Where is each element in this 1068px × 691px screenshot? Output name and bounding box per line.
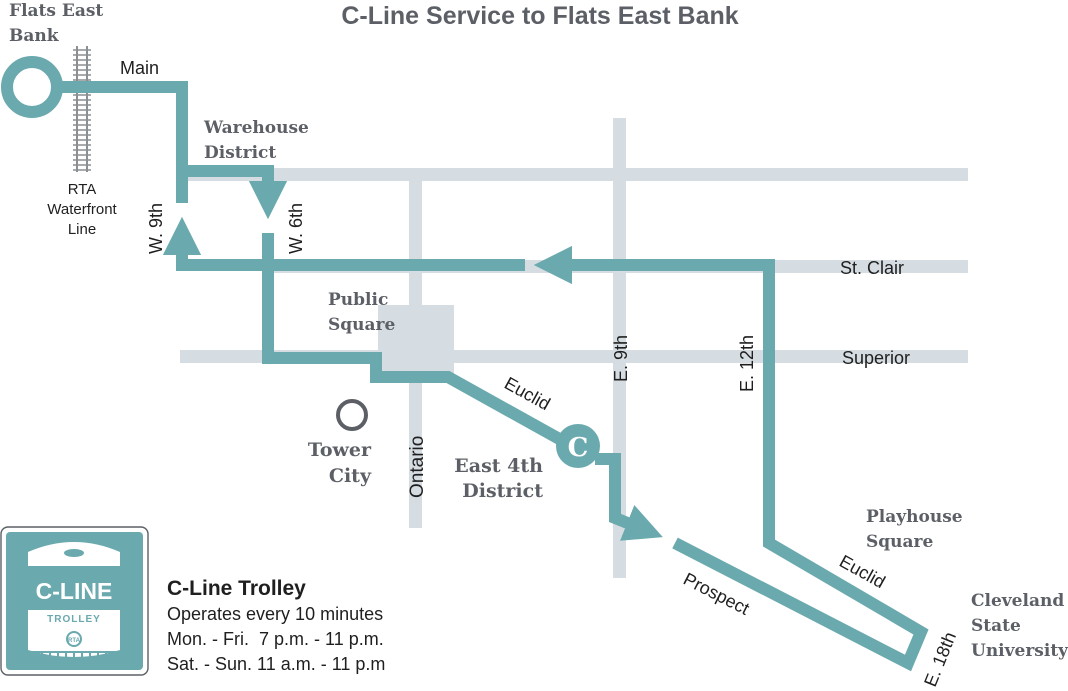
place-public-square-2: Square: [328, 315, 395, 335]
tower-city-icon: [336, 399, 368, 431]
place-playhouse-2: Square: [866, 532, 933, 552]
place-warehouse-2: District: [204, 143, 276, 163]
street-label-e12th: E. 12th: [737, 335, 757, 392]
c-line-marker: C: [556, 424, 600, 468]
map-title: C-Line Service to Flats East Bank: [341, 2, 738, 30]
c-marker-letter: C: [568, 433, 589, 463]
place-warehouse-1: Warehouse: [203, 118, 309, 138]
place-tower-city-1: Tower: [308, 439, 372, 461]
street-label-w6th: W. 6th: [286, 203, 306, 254]
place-csu-3: University: [971, 641, 1068, 661]
street-label-w9th: W. 9th: [146, 203, 166, 254]
place-flats-east-bank-2: Bank: [9, 26, 60, 46]
logo-subtext: TROLLEY: [47, 614, 101, 625]
place-flats-east-bank-1: Flats East: [9, 1, 103, 21]
info-weekend: Sat. - Sun. 11 a.m. - 11 p.m: [167, 654, 385, 674]
place-csu-1: Cleveland: [971, 591, 1064, 611]
place-playhouse-1: Playhouse: [866, 507, 963, 527]
place-east-4th-2: District: [462, 480, 543, 502]
route-w6th-euclid: [262, 233, 566, 447]
rta-label-3: Line: [68, 221, 96, 238]
place-tower-city-2: City: [329, 465, 372, 487]
route-st-clair-w9th: [162, 216, 525, 271]
c-line-logo: C-LINE TROLLEY RTA: [0, 526, 149, 676]
flats-east-bank-stop: [1, 56, 63, 118]
street-label-e18th: E. 18th: [920, 629, 960, 689]
route-main-w9th: [57, 81, 188, 203]
rta-label-2: Waterfront: [47, 201, 117, 218]
place-east-4th-1: East 4th: [454, 455, 543, 477]
street-label-e9th: E. 9th: [611, 335, 631, 382]
rta-label-1: RTA: [68, 181, 97, 198]
street-label-main: Main: [120, 58, 159, 78]
place-public-square-1: Public: [328, 290, 388, 310]
route-to-prospect: [595, 453, 663, 541]
public-square-block: [378, 305, 454, 381]
info-weekday: Mon. - Fri. 7 p.m. - 11 p.m.: [167, 629, 384, 649]
logo-text: C-LINE: [36, 578, 113, 604]
logo-badge: RTA: [68, 638, 81, 644]
street-label-superior: Superior: [842, 348, 910, 368]
route-w6th-south: [182, 165, 288, 220]
street-label-ontario: Ontario: [407, 436, 428, 498]
c-line-route: [1, 56, 929, 672]
street-label-st-clair: St. Clair: [840, 258, 904, 278]
route-loop-st-clair: [533, 245, 929, 672]
info-frequency: Operates every 10 minutes: [167, 604, 383, 624]
place-csu-2: State: [971, 616, 1021, 636]
info-title: C-Line Trolley: [167, 577, 306, 600]
rta-rail-track: [73, 46, 91, 172]
street-upper: [180, 168, 968, 181]
